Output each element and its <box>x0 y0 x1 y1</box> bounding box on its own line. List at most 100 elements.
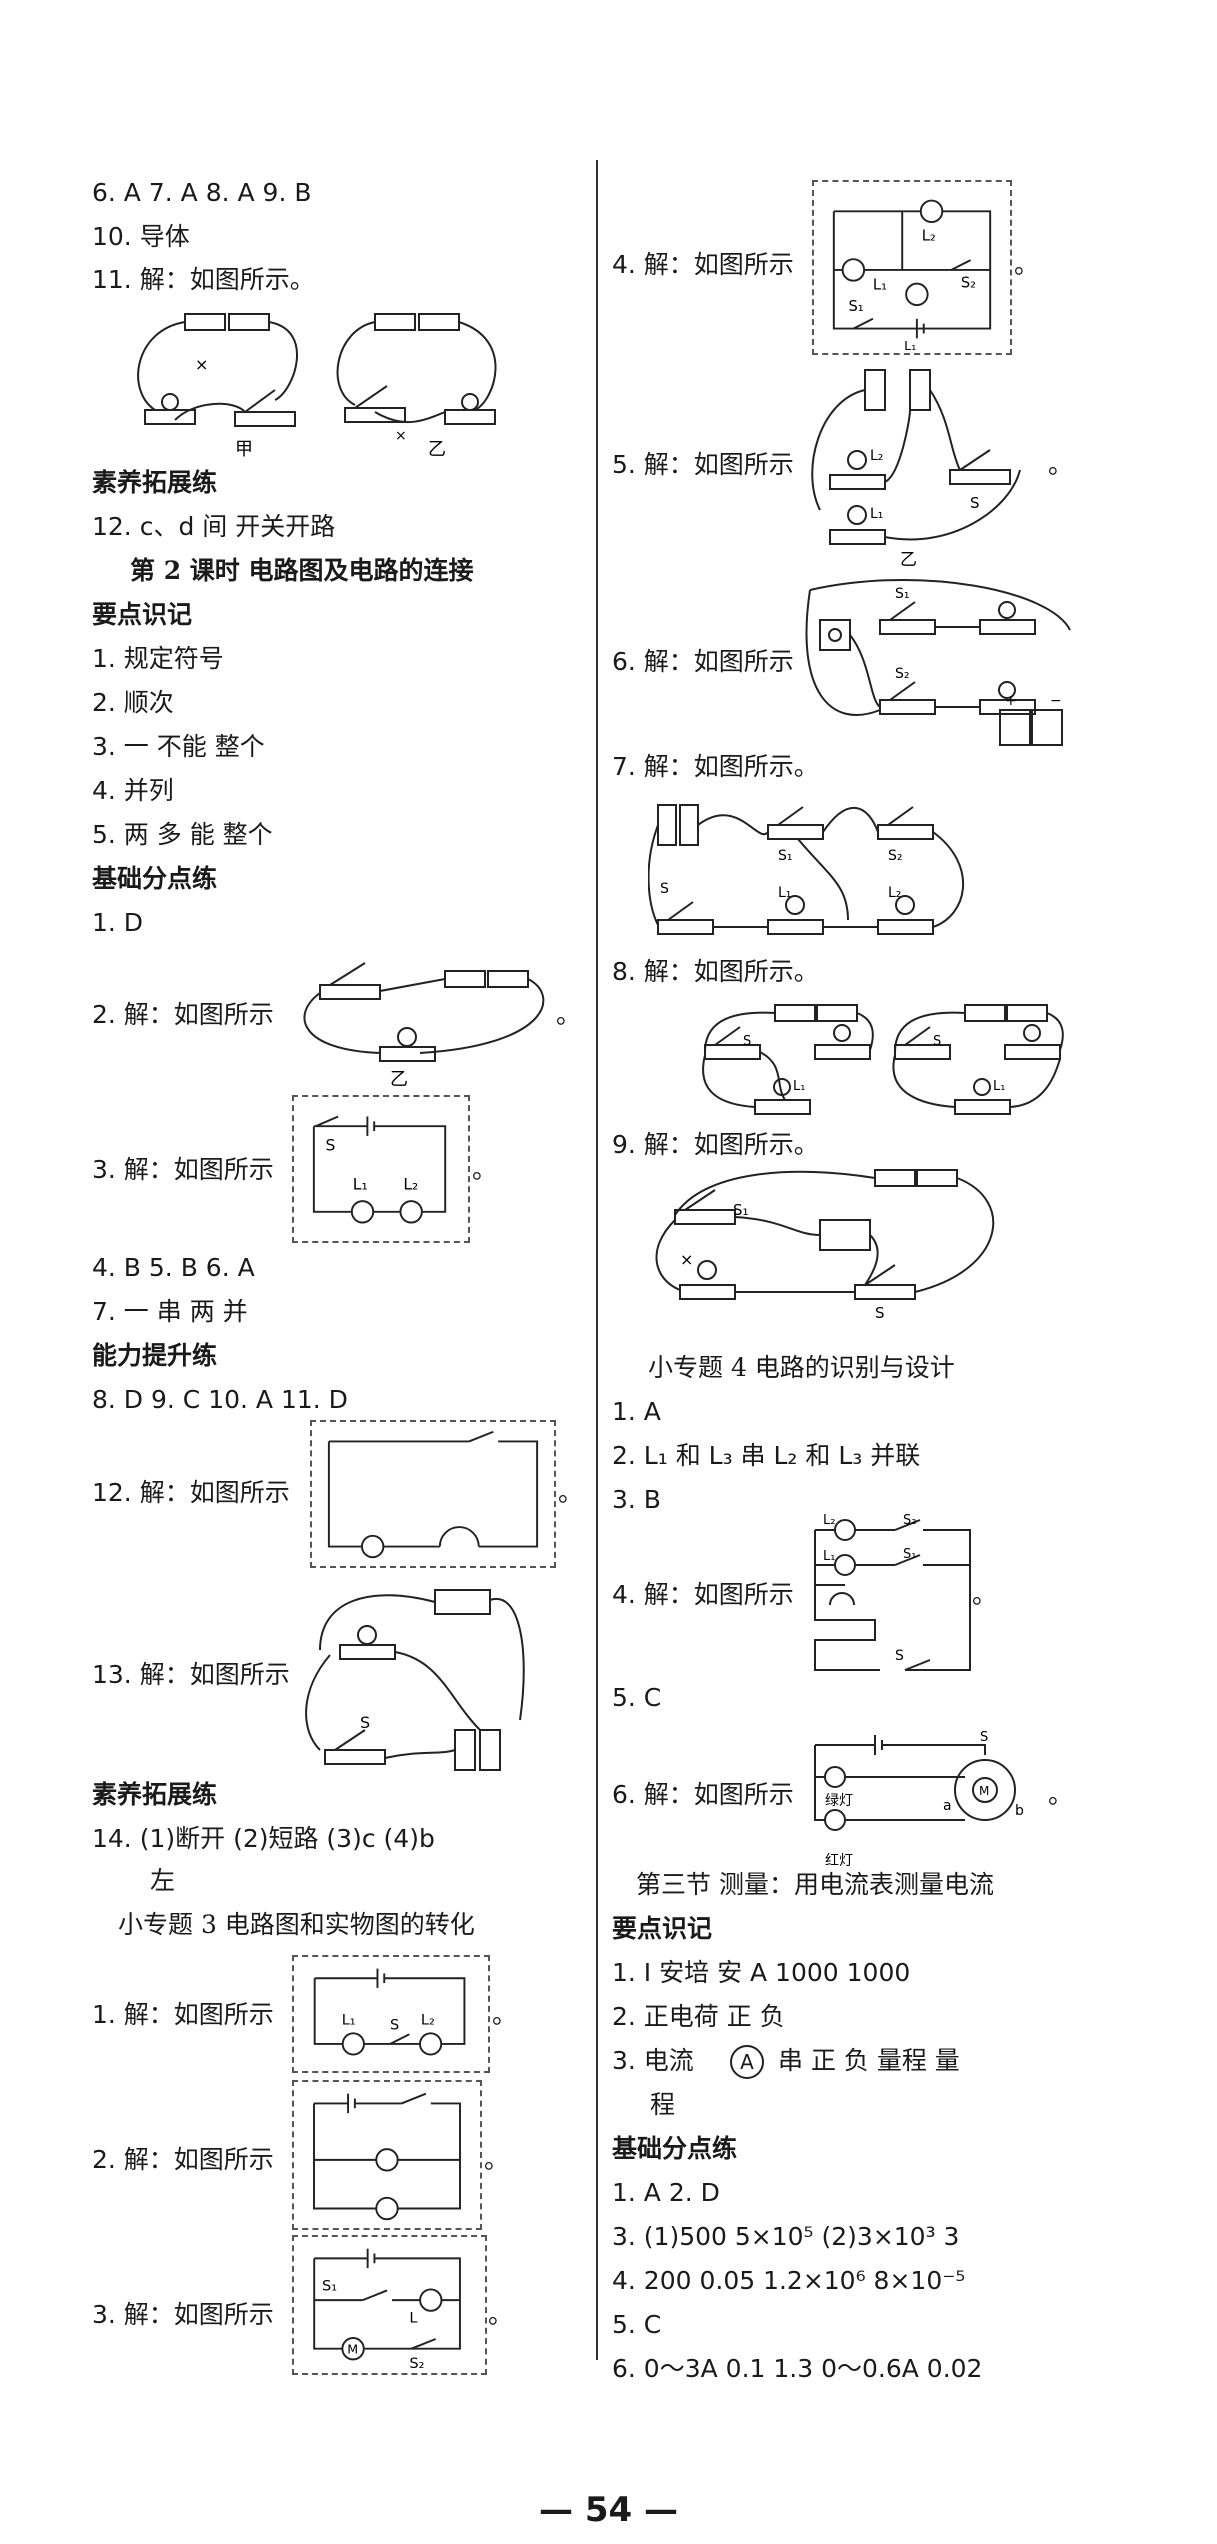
r4-s2: S₂ <box>961 275 976 292</box>
topic4-3: 3. B <box>612 1485 661 1514</box>
topic4-4-period: 。 <box>972 1580 998 1609</box>
t46-b: b <box>1015 1803 1024 1819</box>
page-number: — 54 — <box>539 2490 678 2530</box>
topic3-3-s2: S₂ <box>409 2355 424 2372</box>
r5-l1: L₁ <box>870 506 883 522</box>
r9-s1: S₁ <box>733 1201 749 1219</box>
figure-topic3-3: S₁ L M S₂ <box>292 2235 487 2375</box>
t46-s: S <box>980 1730 988 1745</box>
figure-r6: S₁ S₂ + − <box>805 578 1071 746</box>
r-basic-3: 3. (1)500 5×10⁵ (2)3×10³ 3 <box>612 2222 960 2251</box>
t46-m: M <box>979 1784 989 1798</box>
expand-14-b: 左 <box>150 1866 176 1895</box>
topic3-3-period: 。 <box>488 2300 514 2329</box>
basic-2: 2. 解：如图所示 <box>92 1000 274 1029</box>
figure-basic-2: 乙 <box>303 962 545 1090</box>
topic4-4: 4. 解：如图所示 <box>612 1580 794 1609</box>
r4-period: 。 <box>1014 250 1040 279</box>
heading-suyang-2: 素养拓展练 <box>92 1780 218 1809</box>
r6-s1: S₁ <box>895 586 910 602</box>
topic4-1: 1. A <box>612 1397 661 1426</box>
r7-s1: S₁ <box>778 848 793 864</box>
key-point-2: 2. 顺次 <box>92 688 174 717</box>
r8-l1-b: L₁ <box>993 1079 1005 1094</box>
r5-period: 。 <box>1048 450 1074 479</box>
topic3-1-l2: L₂ <box>421 2013 435 2029</box>
r-basic-6: 6. 0～3A 0.1 1.3 0～0.6A 0.02 <box>612 2354 983 2383</box>
answer-12: 12. c、d 间 开关开路 <box>92 512 336 541</box>
r4-l1: L₁ <box>873 276 887 293</box>
basic-4-6: 4. B 5. B 6. A <box>92 1253 255 1282</box>
r-answer-8: 8. 解：如图所示。 <box>612 957 819 986</box>
fig11-label-yi: 乙 <box>428 439 446 460</box>
ability-8-11: 8. D 9. C 10. A 11. D <box>92 1385 348 1414</box>
topic3-3-m: M <box>347 2342 358 2357</box>
topic-4-title: 小专题 4 电路的识别与设计 <box>648 1353 955 1382</box>
r-heading-yaodian: 要点识记 <box>612 1914 713 1943</box>
key-point-4: 4. 并列 <box>92 776 174 805</box>
topic4-6-period: 。 <box>1048 1780 1074 1809</box>
r-answer-6: 6. 解：如图所示 <box>612 647 794 676</box>
figure-ability-13: S <box>305 1589 525 1771</box>
topic3-2-period: 。 <box>484 2145 510 2174</box>
r6-plus: + <box>1005 693 1017 709</box>
r7-l1: L₁ <box>778 885 791 901</box>
r4-s1: S₁ <box>848 298 863 315</box>
t44-s1: S₁ <box>903 1547 916 1562</box>
heading-yaodian: 要点识记 <box>92 600 193 629</box>
heading-nengli: 能力提升练 <box>92 1341 218 1370</box>
ability-12: 12. 解：如图所示 <box>92 1478 290 1507</box>
r7-s: S <box>660 881 669 897</box>
svg-text:×: × <box>195 355 208 374</box>
heading-jichu: 基础分点练 <box>92 864 218 893</box>
key-point-1: 1. 规定符号 <box>92 644 224 673</box>
r5-s: S <box>970 494 980 512</box>
ability-13: 13. 解：如图所示 <box>92 1660 290 1689</box>
figure-basic-3: S L₁ L₂ <box>292 1095 470 1243</box>
r8-l1-a: L₁ <box>793 1079 805 1094</box>
topic3-2: 2. 解：如图所示 <box>92 2145 274 2174</box>
figure-topic4-4: L₂ S₂ L₁ S₁ S <box>814 1513 971 1671</box>
basic-1: 1. D <box>92 908 144 937</box>
basic-2-label: 乙 <box>390 1069 408 1090</box>
r5-label: 乙 <box>900 550 917 570</box>
r7-l2: L₂ <box>888 885 901 901</box>
r-answer-9: 9. 解：如图所示。 <box>612 1130 819 1159</box>
basic-3-l2: L₂ <box>403 1175 418 1193</box>
expand-14: 14. (1)断开 (2)短路 (3)c (4)b <box>92 1824 435 1853</box>
t46-a: a <box>943 1798 952 1814</box>
basic-3: 3. 解：如图所示 <box>92 1155 274 1184</box>
figure-r4: L₂ L₁ S₂ S₁ L₁ <box>812 180 1012 355</box>
topic3-1: 1. 解：如图所示 <box>92 2000 274 2029</box>
figure-ability-12 <box>310 1420 556 1568</box>
r9-s: S <box>875 1304 885 1320</box>
r-key-2: 2. 正电荷 正 负 <box>612 2002 785 2031</box>
topic3-3: 3. 解：如图所示 <box>92 2300 274 2329</box>
r-answer-7: 7. 解：如图所示。 <box>612 752 819 781</box>
topic3-1-l1: L₁ <box>342 2013 356 2029</box>
t44-s2: S₂ <box>903 1513 916 1528</box>
r-answer-5: 5. 解：如图所示 <box>612 450 794 479</box>
figure-r9: × S₁ S <box>655 1169 995 1320</box>
topic3-1-s: S <box>390 2017 399 2033</box>
t46-green: 绿灯 <box>825 1793 853 1809</box>
t44-s: S <box>895 1648 904 1664</box>
topic4-2: 2. L₁ 和 L₃ 串 L₂ 和 L₃ 并联 <box>612 1441 921 1470</box>
topic4-5: 5. C <box>612 1683 662 1712</box>
answer-10: 10. 导体 <box>92 222 190 251</box>
basic-3-s: S <box>326 1137 336 1155</box>
section-3-title: 第三节 测量：用电流表测量电流 <box>636 1870 994 1899</box>
key-point-3: 3. 一 不能 整个 <box>92 732 265 761</box>
key-point-5: 5. 两 多 能 整个 <box>92 820 273 849</box>
t44-l1: L₁ <box>823 1549 835 1564</box>
r6-minus: − <box>1050 693 1062 709</box>
r8-s-a: S <box>743 1034 751 1049</box>
fig11-label-jia: 甲 <box>235 439 253 460</box>
r-basic-1-2: 1. A 2. D <box>612 2178 720 2207</box>
r5-l2: L₂ <box>870 448 883 464</box>
basic-2-period: 。 <box>556 1000 582 1029</box>
topic3-1-period: 。 <box>492 2000 518 2029</box>
r-key-3a: 3. 电流 <box>612 2046 694 2075</box>
r4-l2: L₂ <box>922 228 936 245</box>
r6-s2: S₂ <box>895 666 910 682</box>
